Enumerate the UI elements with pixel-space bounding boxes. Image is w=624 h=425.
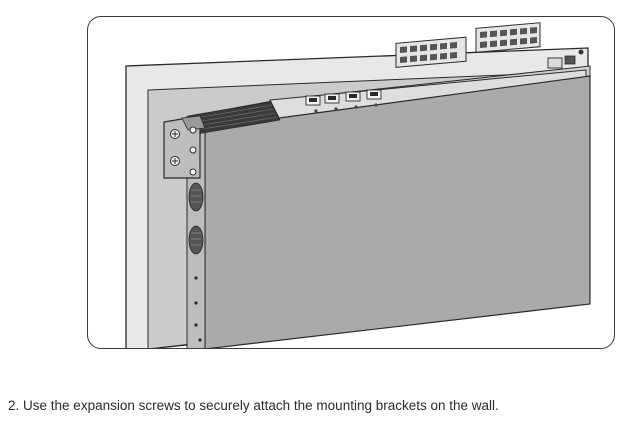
port-block-2 — [475, 21, 540, 53]
step-caption: 2. Use the expansion screws to securely … — [8, 398, 499, 413]
console-port — [547, 57, 562, 68]
step-text: Use the expansion screws to securely att… — [23, 398, 499, 413]
step-number: 2. — [8, 398, 20, 413]
port-block-2-ports — [479, 26, 537, 48]
illustration-frame — [87, 16, 615, 349]
switch-wall-mount-illustration — [124, 21, 591, 348]
port-block-1-ports — [399, 41, 457, 63]
